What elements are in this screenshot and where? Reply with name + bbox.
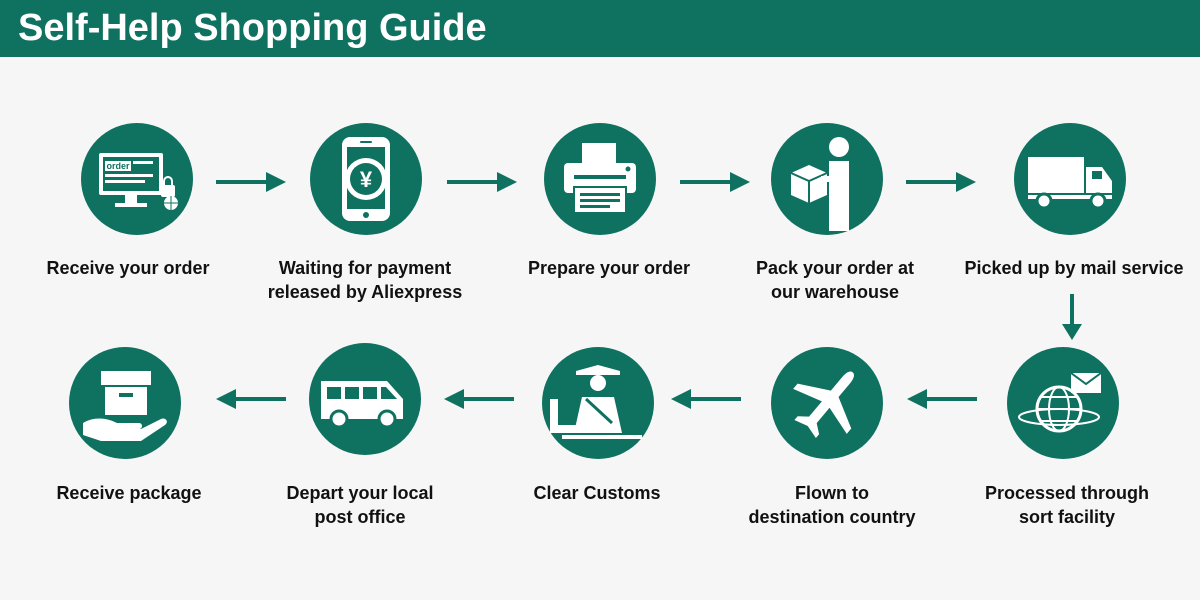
right-arrow-icon	[680, 170, 752, 194]
down-arrow-icon	[1060, 294, 1084, 342]
right-arrow-icon	[447, 170, 519, 194]
left-arrow-icon	[905, 387, 977, 411]
step-label: Clear Customs	[533, 483, 661, 503]
step-label: Picked up by mail service	[964, 258, 1184, 278]
step-label: Processed through sort facility	[984, 483, 1150, 527]
globe-mail-icon	[1007, 347, 1119, 459]
airplane-icon	[771, 347, 883, 459]
order-computer-icon: order	[81, 123, 193, 235]
yen-symbol: ¥	[360, 167, 373, 192]
step-label: Flown to destination country	[748, 483, 916, 527]
step-label: Prepare your order	[527, 258, 691, 278]
hand-package-icon	[69, 347, 181, 459]
header-banner: Self-Help Shopping Guide	[0, 0, 1200, 57]
truck-icon	[1014, 123, 1126, 235]
customs-officer-icon	[542, 347, 654, 459]
order-word: order	[106, 161, 130, 171]
printer-icon	[544, 123, 656, 235]
van-icon	[309, 343, 421, 455]
left-arrow-icon	[214, 387, 286, 411]
step-label: Depart your local post office	[286, 483, 434, 527]
person-packing-box-icon	[771, 123, 883, 235]
step-label: Pack your order at our warehouse	[755, 258, 915, 302]
left-arrow-icon	[442, 387, 514, 411]
page-title: Self-Help Shopping Guide	[18, 7, 487, 49]
right-arrow-icon	[216, 170, 288, 194]
right-arrow-icon	[906, 170, 978, 194]
step-label: Receive your order	[46, 258, 210, 278]
left-arrow-icon	[669, 387, 741, 411]
step-label: Receive package	[56, 483, 202, 503]
phone-yen-payment-icon: ¥	[310, 123, 422, 235]
step-label: Waiting for payment released by Aliexpre…	[267, 258, 463, 302]
